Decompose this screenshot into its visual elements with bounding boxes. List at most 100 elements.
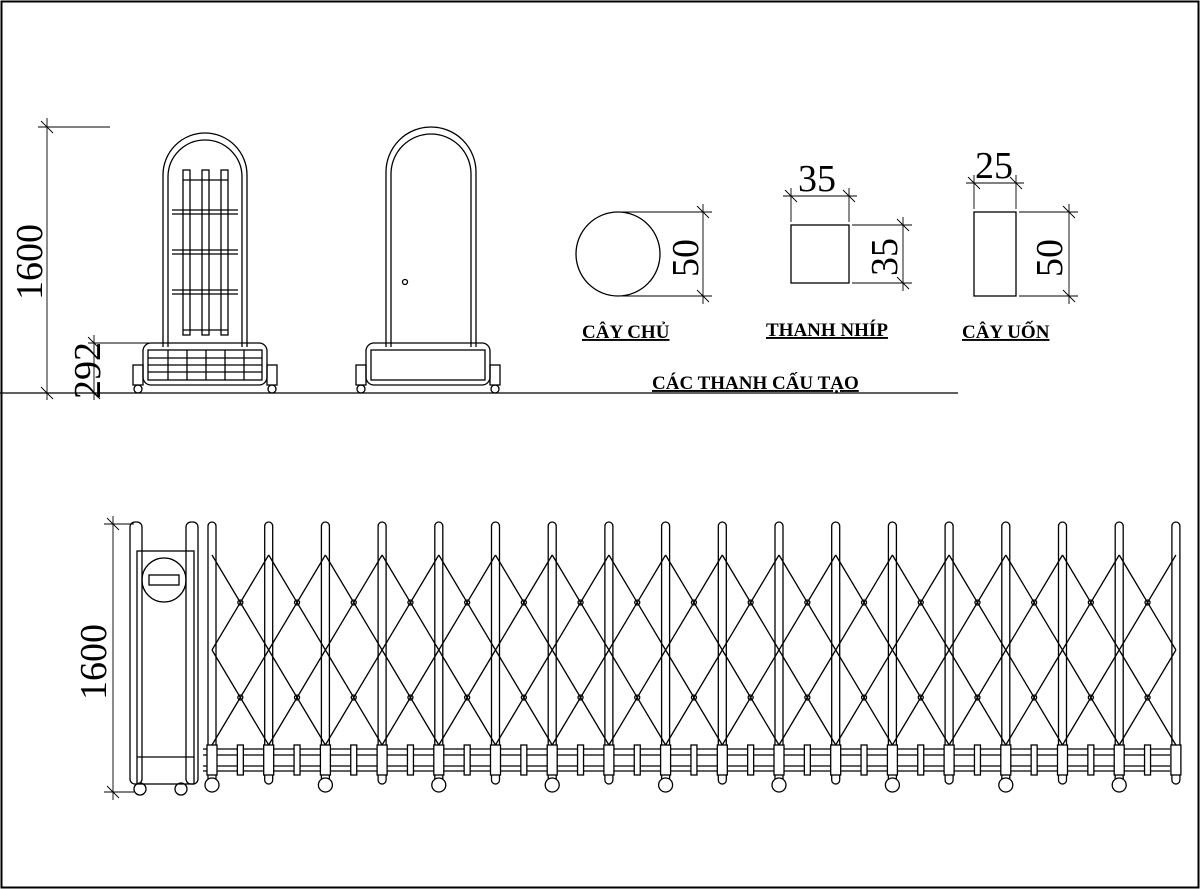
- rail-clamp: [773, 744, 785, 776]
- gate-bar: [264, 521, 274, 785]
- rail-clamp: [1170, 744, 1182, 776]
- lattice-strut: [891, 649, 950, 746]
- lattice-strut: [551, 649, 610, 746]
- lattice-pivot: [634, 599, 641, 606]
- lattice-pivot: [690, 694, 698, 701]
- rail-spacer: [576, 744, 585, 776]
- lattice-pivot: [350, 599, 357, 606]
- rail-clamp: [659, 744, 672, 776]
- lattice-strut: [608, 649, 667, 746]
- roller-wheel: [657, 777, 674, 793]
- rail-spacer: [803, 744, 811, 776]
- roller-wheel: [431, 777, 447, 793]
- lattice-pivot: [690, 599, 698, 606]
- lattice-pivot: [237, 694, 244, 701]
- rail-clamp: [319, 744, 332, 776]
- lattice-pivot: [804, 694, 811, 701]
- round-label: CÂY CHỦ: [582, 321, 670, 343]
- rail-spacer: [1143, 744, 1152, 776]
- lattice-strut: [948, 649, 1007, 746]
- gate-bar: [1171, 521, 1181, 785]
- lattice-strut: [948, 554, 1007, 651]
- gate-bar: [831, 521, 841, 785]
- rail-clamp: [206, 744, 218, 776]
- rect-height-dim: 50: [1029, 239, 1071, 277]
- rect-label: CÂY UỐN: [962, 321, 1050, 343]
- lattice-pivot: [974, 694, 981, 701]
- rail-clamp: [716, 744, 728, 776]
- rail-spacer: [236, 744, 245, 776]
- rail-clamp: [489, 744, 502, 776]
- gate-bar: [717, 521, 727, 785]
- roller-wheel: [884, 777, 901, 793]
- lattice-strut: [438, 649, 497, 746]
- rail-spacer: [1030, 744, 1038, 776]
- lattice-pivot: [577, 599, 584, 606]
- rail-spacer: [690, 744, 698, 776]
- gate-bar: [490, 521, 501, 785]
- lattice-strut: [1005, 649, 1064, 746]
- gate-rail: [203, 744, 1182, 793]
- roller-wheel: [771, 777, 787, 793]
- lattice-strut: [551, 554, 610, 651]
- lattice-strut: [608, 554, 667, 651]
- lattice-pivot: [860, 599, 868, 606]
- gate-bar: [944, 521, 954, 785]
- front-view: 1600: [73, 516, 1182, 800]
- lattice-strut: [494, 649, 553, 746]
- rail-clamp: [603, 744, 615, 776]
- lattice-strut: [721, 554, 780, 651]
- lattice-strut: [665, 554, 723, 651]
- roller-wheel: [204, 777, 220, 793]
- rail-spacer: [293, 744, 301, 776]
- lattice-strut: [1118, 554, 1177, 651]
- rail-spacer: [633, 744, 641, 776]
- lattice-pivot: [520, 694, 527, 701]
- gate-bar: [604, 521, 614, 785]
- roller-wheel: [998, 777, 1014, 793]
- lattice-strut: [211, 649, 270, 746]
- rail-clamp: [1000, 744, 1012, 776]
- gate-bar: [1057, 521, 1068, 785]
- roller-wheel: [1111, 777, 1127, 793]
- sections-caption: CÁC THANH CẤU TẠO: [652, 372, 859, 394]
- gate-bars: [207, 521, 1181, 785]
- front-height-dim: 1600: [73, 624, 115, 700]
- side-height-dim: 1600: [9, 224, 51, 300]
- rail-spacer: [917, 744, 925, 776]
- lattice-strut: [381, 554, 440, 651]
- lattice-pivot: [747, 694, 754, 701]
- rail-clamp: [830, 744, 842, 776]
- lattice-pivot: [350, 694, 357, 701]
- lattice-pivot: [974, 599, 981, 606]
- lattice-strut: [1005, 554, 1064, 651]
- rail-spacer: [860, 744, 868, 776]
- lattice-pivot: [747, 599, 754, 606]
- roller-wheel: [317, 777, 334, 793]
- rail-clamp: [886, 744, 899, 776]
- lattice-strut: [268, 649, 326, 746]
- lattice-pivot: [237, 599, 244, 606]
- rail-spacer: [463, 744, 471, 776]
- lattice-strut: [211, 554, 270, 651]
- lattice-pivot: [1144, 694, 1151, 701]
- rect-width-dim: 25: [975, 145, 1013, 187]
- square-width-dim: 35: [798, 158, 836, 200]
- lattice-pivot: [407, 694, 414, 701]
- rail-clamp: [263, 744, 275, 776]
- rail-spacer: [350, 744, 358, 776]
- rail-clamp: [546, 744, 558, 776]
- lattice-strut: [1061, 649, 1120, 746]
- roller-wheel: [544, 777, 560, 793]
- rail-spacer: [520, 744, 528, 776]
- lattice-pivot: [1144, 599, 1151, 606]
- square-height-dim: 35: [864, 238, 906, 276]
- lattice-strut: [835, 554, 893, 651]
- lattice-pivot: [917, 694, 924, 701]
- lattice-strut: [381, 649, 440, 746]
- lattice-pivot: [577, 694, 584, 701]
- lattice-strut: [438, 554, 497, 651]
- section-rect: 25 50 CÂY UỐN: [962, 145, 1078, 343]
- lattice-pivot: [463, 599, 471, 606]
- lattice-strut: [324, 554, 383, 651]
